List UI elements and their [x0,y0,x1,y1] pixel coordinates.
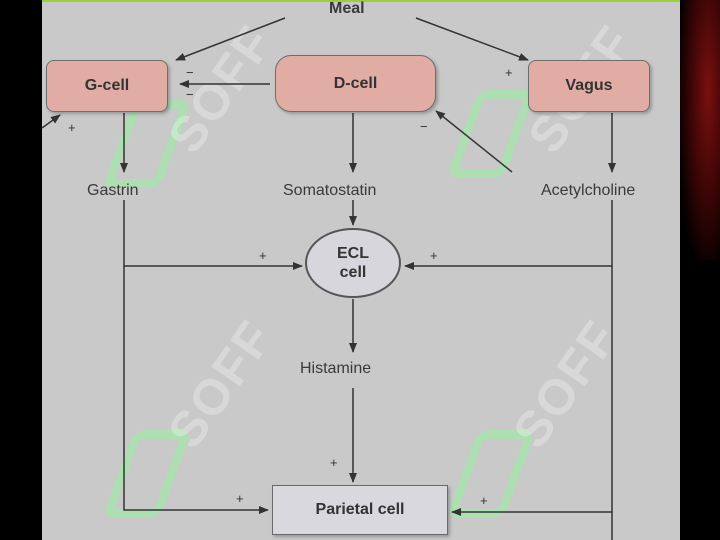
arrow-meal-to-vagus [415,17,529,61]
gastrin-label: Gastrin [87,182,139,199]
sign-plus: + [68,120,76,135]
arrow-gastrin-to-ecl [123,200,303,270]
sign-minus: − [186,87,194,102]
arrow-acetylcholine-to-dcell [435,110,513,173]
d-cell-label: D-cell [333,74,378,92]
histamine-label: Histamine [300,360,372,377]
arrow-external-to-gcell [41,114,61,129]
sign-plus: + [480,493,488,508]
sign-plus: + [330,455,338,470]
sign-minus: − [420,119,428,134]
ecl-label-line2: cell [339,264,367,281]
sign-plus: + [505,65,513,80]
vagus-box: Vagus [528,60,650,112]
sign-minus: − [186,65,194,80]
somatostatin-label: Somatostatin [283,182,377,199]
parietal-cell-label: Parietal cell [315,501,405,518]
sign-plus: + [259,248,267,263]
d-cell-box: D-cell [275,55,436,112]
parietal-cell-box: Parietal cell [272,485,448,535]
acetylcholine-label: Acetylcholine [541,182,636,199]
sign-plus: + [236,491,244,506]
meal-label: Meal [329,0,365,17]
ecl-cell: ECL cell [305,228,401,298]
top-accent-line [42,0,680,2]
ecl-label-line1: ECL [337,245,369,262]
arrow-gastrin-to-parietal [123,266,269,514]
background-decoration [680,0,720,260]
vagus-label: Vagus [565,77,613,94]
arrow-meal-to-gcell [175,17,286,61]
g-cell-label: G-cell [84,77,130,94]
sign-plus: + [430,248,438,263]
g-cell-box: G-cell [46,60,168,112]
